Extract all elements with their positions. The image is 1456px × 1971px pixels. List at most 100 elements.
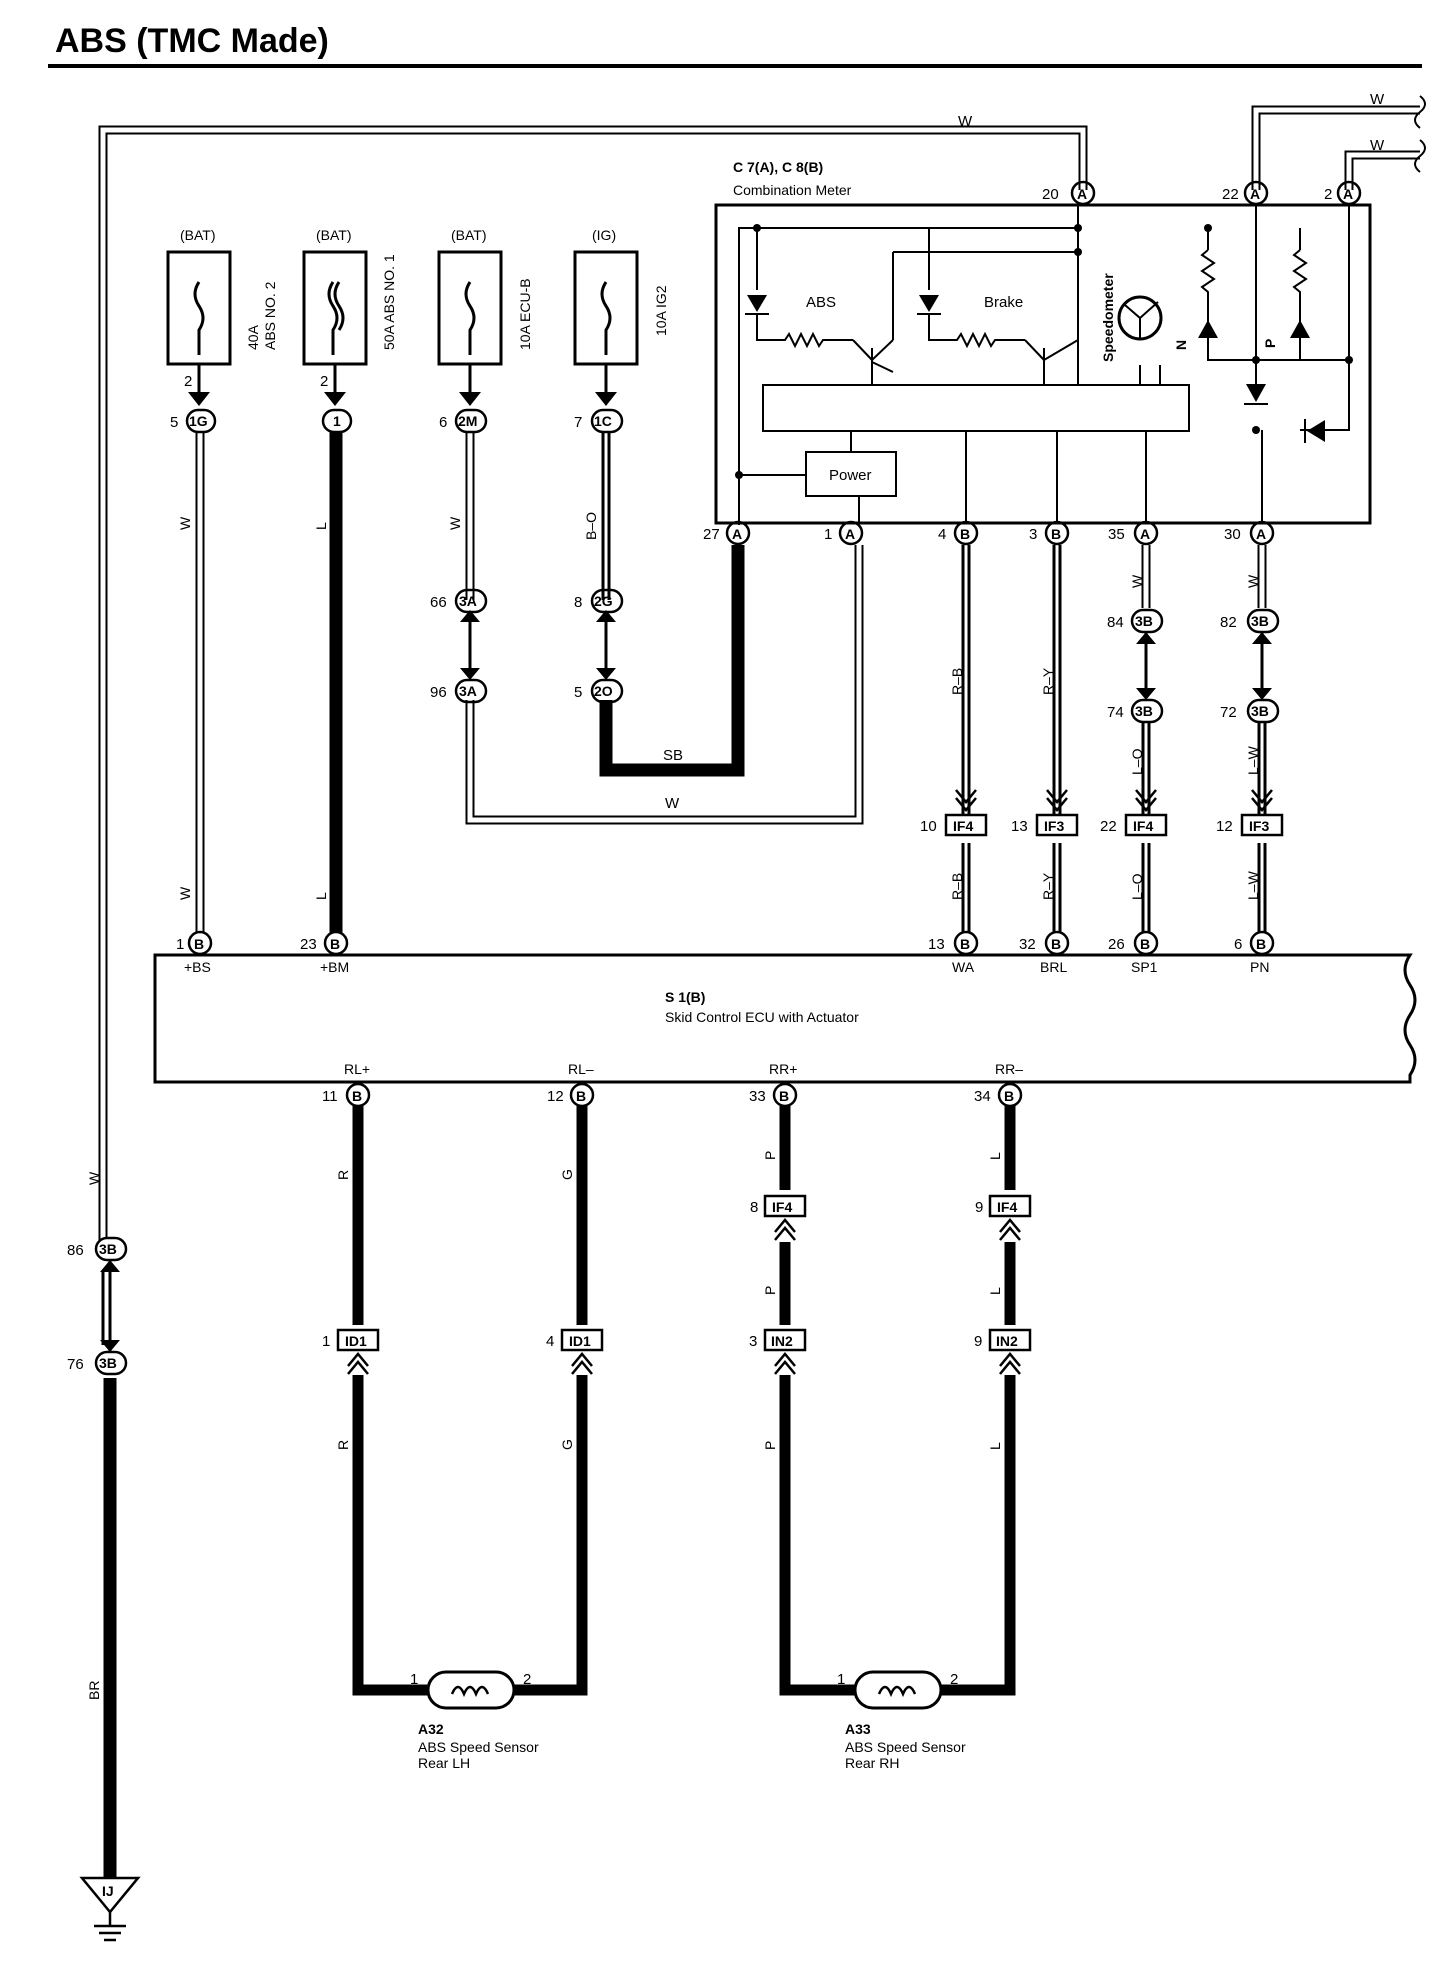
svg-text:R: R	[335, 1170, 351, 1180]
svg-text:2M: 2M	[458, 413, 477, 429]
svg-text:+BM: +BM	[320, 959, 349, 975]
svg-text:11: 11	[322, 1088, 338, 1105]
n-led-icon	[1198, 320, 1218, 338]
svg-text:IF4: IF4	[1133, 818, 1153, 834]
svg-text:A: A	[1077, 186, 1087, 202]
svg-text:SP1: SP1	[1131, 959, 1158, 975]
svg-text:2G: 2G	[594, 593, 613, 609]
svg-text:W: W	[958, 113, 973, 130]
svg-text:2: 2	[184, 373, 192, 390]
svg-text:84: 84	[1107, 614, 1124, 631]
svg-text:3: 3	[749, 1333, 757, 1350]
svg-text:3A: 3A	[459, 683, 477, 699]
svg-text:4: 4	[938, 526, 946, 543]
svg-text:3B: 3B	[1135, 613, 1153, 629]
svg-text:B: B	[1140, 936, 1150, 952]
svg-text:12: 12	[547, 1088, 564, 1105]
fuse-ig2: (IG) 10A IG2 1C 7 B–O	[573, 227, 669, 540]
svg-text:W: W	[447, 516, 463, 530]
svg-text:L: L	[987, 1152, 1003, 1160]
svg-text:Rear RH: Rear RH	[845, 1755, 899, 1771]
svg-text:W: W	[1129, 574, 1145, 588]
wire-label: W	[177, 886, 193, 900]
svg-text:B: B	[1004, 1088, 1014, 1104]
diode-icon	[1307, 420, 1325, 442]
svg-text:SB: SB	[663, 747, 683, 764]
svg-text:W: W	[665, 795, 680, 812]
svg-text:9: 9	[975, 1199, 983, 1216]
svg-text:L: L	[313, 522, 329, 530]
fuse-icon	[193, 281, 205, 355]
fuse-abs-no2: (BAT) 40A ABS NO. 2 2 1G 5 W	[166, 227, 278, 530]
intermediate-connectors-left: 3A 66 3A 96 2G 8 2O 5 SB W	[430, 588, 683, 812]
svg-text:30: 30	[1224, 526, 1241, 543]
svg-text:W: W	[1370, 137, 1385, 154]
sensor-wiring: R G P L IF4 8 IF4 9 P L ID1 1 ID1 4 IN2 …	[322, 1151, 1032, 1450]
fuse-icon	[464, 281, 476, 355]
svg-text:(BAT): (BAT)	[316, 227, 352, 243]
svg-text:10A ECU-B: 10A ECU-B	[517, 278, 533, 350]
ecu-name: Skid Control ECU with Actuator	[665, 1009, 859, 1025]
svg-text:W: W	[1370, 91, 1385, 108]
svg-text:1: 1	[824, 526, 832, 543]
p-label: P	[1262, 339, 1278, 348]
meter-bottom-pins: A 27 A 1 B 4 B 3 A 35 A 30	[703, 520, 1275, 546]
svg-text:B: B	[960, 936, 970, 952]
svg-text:12: 12	[1216, 818, 1233, 835]
svg-text:IF4: IF4	[953, 818, 973, 834]
svg-text:A: A	[1343, 186, 1353, 202]
svg-text:13: 13	[928, 936, 945, 953]
resistor-icon	[928, 314, 1025, 349]
svg-text:76: 76	[67, 1356, 84, 1373]
svg-text:BRL: BRL	[1040, 959, 1067, 975]
svg-text:ID1: ID1	[569, 1333, 591, 1349]
svg-text:P: P	[762, 1151, 778, 1160]
svg-text:L–O: L–O	[1129, 873, 1145, 900]
svg-text:B: B	[352, 1088, 362, 1104]
svg-text:Rear LH: Rear LH	[418, 1755, 470, 1771]
abs-led-icon	[747, 295, 767, 312]
svg-text:IF4: IF4	[772, 1199, 792, 1215]
svg-text:1: 1	[837, 1671, 845, 1688]
ecu-id: S 1(B)	[665, 989, 705, 1005]
svg-text:72: 72	[1220, 704, 1237, 721]
power-label: Power	[829, 467, 872, 484]
svg-text:3B: 3B	[1251, 703, 1269, 719]
svg-text:3: 3	[1029, 526, 1037, 543]
svg-text:2: 2	[950, 1671, 958, 1688]
svg-text:22: 22	[1100, 818, 1117, 835]
svg-text:2O: 2O	[594, 683, 613, 699]
svg-text:10: 10	[920, 818, 937, 835]
svg-text:B: B	[1051, 936, 1061, 952]
svg-text:WA: WA	[952, 959, 975, 975]
svg-text:1G: 1G	[189, 413, 208, 429]
svg-text:3A: 3A	[459, 593, 477, 609]
svg-text:L: L	[987, 1287, 1003, 1295]
svg-text:3B: 3B	[1135, 703, 1153, 719]
svg-text:R–B: R–B	[949, 668, 965, 695]
svg-text:1: 1	[410, 1671, 418, 1688]
svg-text:R–Y: R–Y	[1040, 667, 1056, 695]
svg-text:74: 74	[1107, 704, 1124, 721]
svg-text:50A ABS NO. 1: 50A ABS NO. 1	[381, 254, 397, 350]
svg-text:B: B	[1256, 936, 1266, 952]
svg-text:82: 82	[1220, 614, 1237, 631]
skid-control-ecu: S 1(B) Skid Control ECU with Actuator B …	[153, 930, 1417, 1108]
svg-text:B–O: B–O	[583, 512, 599, 540]
svg-text:L: L	[987, 1442, 1003, 1450]
svg-text:2: 2	[1324, 186, 1332, 203]
svg-text:26: 26	[1108, 936, 1125, 953]
svg-text:A: A	[845, 526, 855, 542]
svg-text:1C: 1C	[594, 413, 612, 429]
svg-text:1: 1	[322, 1333, 330, 1350]
svg-text:+BS: +BS	[184, 959, 211, 975]
svg-text:7: 7	[574, 414, 582, 431]
svg-text:5: 5	[170, 414, 178, 431]
svg-text:IN2: IN2	[771, 1333, 793, 1349]
svg-text:23: 23	[300, 936, 317, 953]
meter-top-pins: A 20 A 22 A 2 W W W	[958, 91, 1385, 206]
svg-text:1: 1	[176, 936, 184, 953]
svg-text:RR+: RR+	[769, 1061, 797, 1077]
ground-icon	[79, 1876, 141, 1914]
fuse-icon	[327, 281, 345, 355]
